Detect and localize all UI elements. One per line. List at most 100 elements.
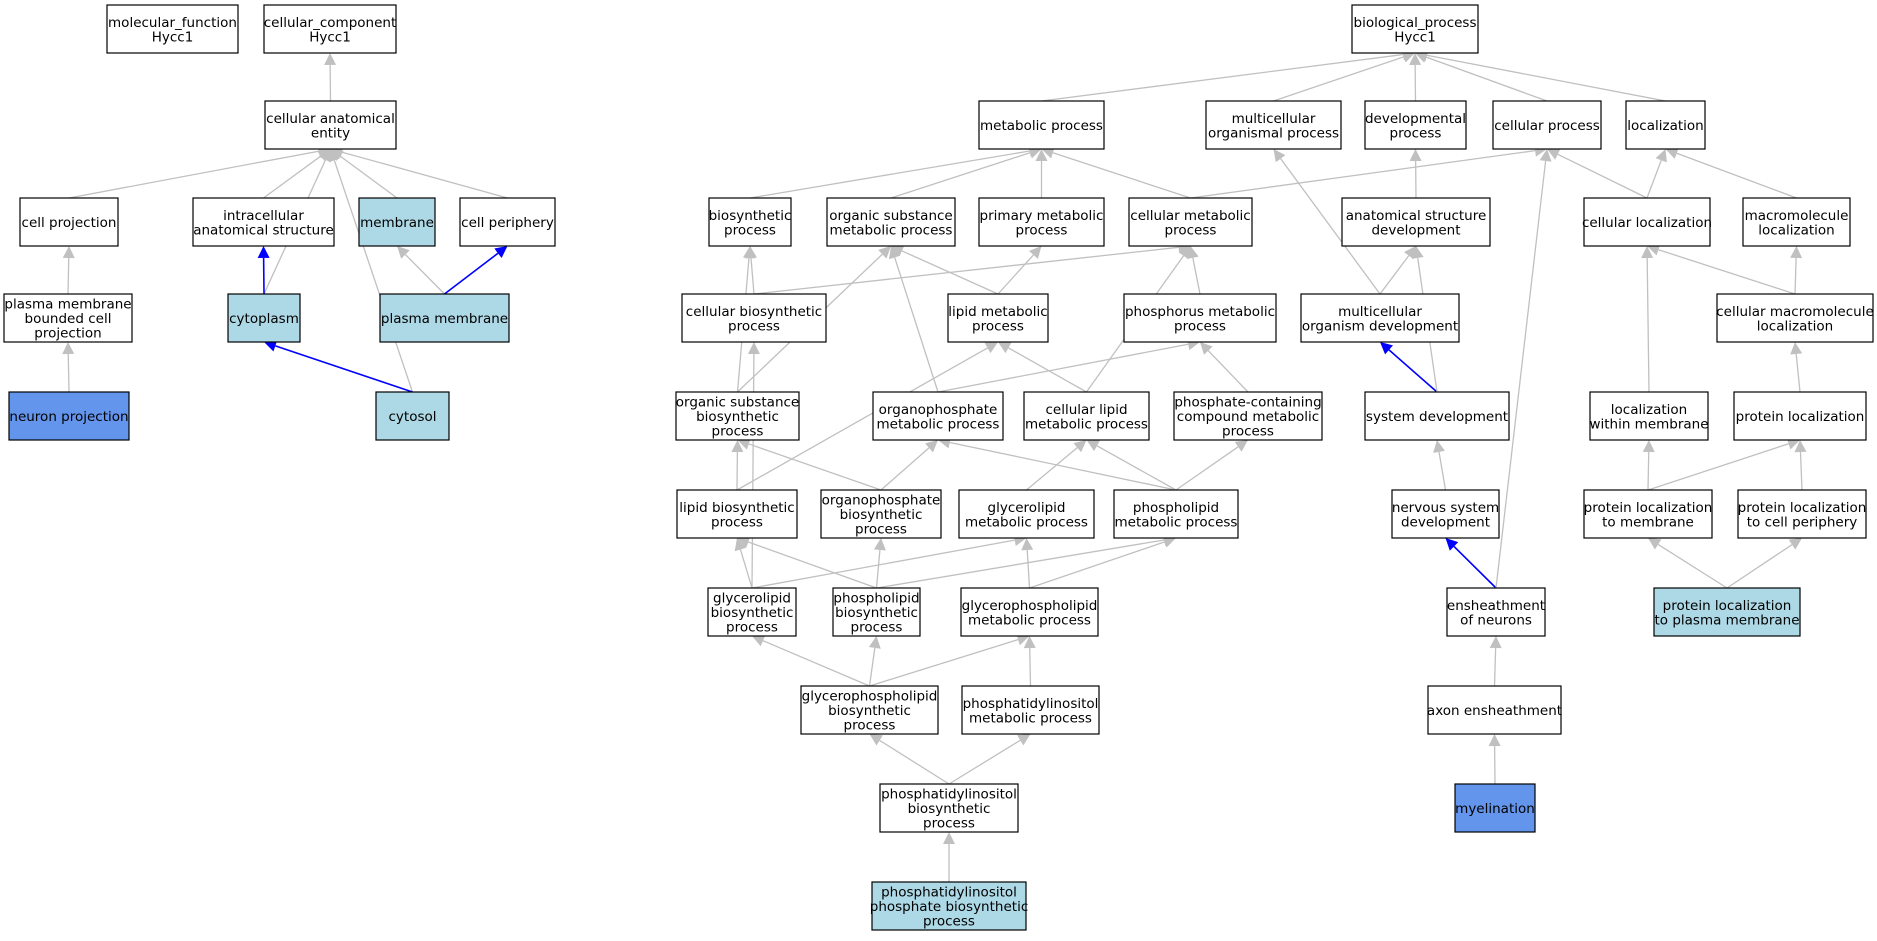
node-box	[1300, 293, 1460, 343]
arrowhead	[878, 246, 891, 259]
arrowhead	[1028, 147, 1042, 159]
edge-phospholipid-biosynthetic-process-to-organophosphate-biosynthetic-process	[873, 538, 886, 589]
node-box	[1173, 391, 1323, 441]
node-label-line: intracellular	[223, 208, 304, 224]
edge-organic-substance-metabolic-process-to-metabolic-process	[890, 147, 1042, 199]
node-label-line: biosynthetic	[828, 703, 911, 719]
node-box	[960, 587, 1099, 637]
edge-ensheathment-of-neurons-to-cellular-process	[1495, 149, 1552, 589]
arrowhead	[1648, 538, 1662, 550]
node-box	[1128, 197, 1253, 247]
node-label-line: metabolic process	[830, 222, 953, 238]
edge-line	[736, 347, 988, 491]
node-box	[872, 391, 1004, 441]
arrowhead	[1665, 147, 1679, 159]
node-membrane: membrane	[358, 197, 436, 247]
arrowhead	[1642, 440, 1655, 453]
edge-cellular-process-to-biological-process	[1415, 51, 1548, 102]
node-label-line: biosynthetic	[840, 507, 923, 523]
edge-system-development-to-multicellular-organism-development	[1380, 342, 1438, 393]
node-box	[1716, 293, 1874, 343]
node-cellular-process: cellular process	[1492, 100, 1602, 150]
node-label-line: multicellular	[1338, 304, 1422, 320]
edge-line	[1029, 541, 1165, 589]
edge-localization-within-membrane-to-cellular-localization	[1641, 246, 1654, 393]
node-label-line: cellular_component	[264, 15, 396, 31]
edge-line	[751, 353, 755, 589]
arrowhead	[1409, 53, 1422, 66]
node-label-line: of neurons	[1460, 612, 1532, 628]
arrowhead	[943, 832, 955, 844]
node-label-line: process	[1222, 424, 1274, 440]
node-label-line: biosynthetic	[711, 605, 794, 621]
edge-line	[1647, 451, 1650, 491]
edge-nervous-system-development-to-system-development	[1433, 440, 1447, 491]
edge-phospholipid-biosynthetic-process-to-lipid-biosynthetic-process	[737, 536, 877, 589]
edge-line	[1646, 159, 1662, 199]
node-cytosol: cytosol	[375, 391, 450, 441]
arrowhead	[925, 440, 938, 453]
edge-cell-periphery-to-cellular-anatomical-entity	[330, 146, 508, 199]
edge-glycerophospholipid-biosynthetic-process-to-glycerolipid-biosynthetic-process	[752, 635, 870, 687]
edge-plasma-membrane-to-membrane	[397, 246, 445, 295]
node-box	[459, 197, 556, 247]
node-box	[958, 489, 1095, 539]
node-box	[978, 197, 1105, 247]
node-label-line: compound metabolic	[1177, 409, 1319, 425]
edge-glycerophospholipid-metabolic-process-to-phospholipid-metabolic-process	[1029, 536, 1176, 589]
edge-cellular-localization-to-localization	[1646, 149, 1667, 199]
arrowhead	[1041, 147, 1055, 159]
node-box	[19, 197, 119, 247]
node-box	[264, 100, 397, 150]
arrowhead	[1786, 438, 1800, 450]
edge-line	[875, 549, 881, 589]
node-label-line: entity	[311, 125, 350, 141]
arrowhead	[1790, 342, 1803, 355]
edge-line	[1029, 647, 1032, 687]
edge-line	[1438, 451, 1447, 491]
node-system-development: system development	[1364, 391, 1510, 441]
edge-phosphatidylinositol-phosphate-biosynthetic-process-to-phosphatidylinositol-biosynthetic-process	[943, 832, 955, 882]
edge-line	[997, 254, 1034, 295]
node-label-line: phosphatidylinositol	[963, 696, 1099, 712]
node-box	[192, 197, 335, 247]
edge-line	[869, 638, 1019, 687]
node-label-line: Hycc1	[309, 29, 351, 45]
node-box	[1341, 197, 1491, 247]
edge-line	[1658, 249, 1796, 295]
arrowhead	[397, 246, 410, 259]
node-label-line: lipid biosynthetic	[679, 500, 794, 516]
node-label-line: localization	[1611, 402, 1687, 418]
edge-line	[750, 257, 755, 295]
node-label-line: myelination	[1455, 801, 1535, 817]
edge-line	[751, 539, 1015, 589]
node-label-line: plasma membrane	[4, 297, 131, 313]
node-box	[1364, 391, 1510, 441]
arrowhead	[1411, 246, 1424, 259]
node-box	[1625, 100, 1706, 150]
arrowhead	[1234, 440, 1248, 452]
edge-line	[1192, 257, 1201, 295]
arrowhead	[494, 246, 508, 259]
edge-lipid-metabolic-process-to-organic-substance-metabolic-process	[891, 245, 999, 295]
node-box	[1364, 100, 1467, 150]
edge-line	[1026, 447, 1078, 491]
edge-line	[1280, 158, 1381, 295]
node-label-line: protein localization	[1584, 500, 1713, 516]
edge-line	[67, 257, 70, 295]
arrowhead	[1023, 636, 1036, 649]
node-label-line: macromolecule	[1745, 208, 1849, 224]
edge-line	[1794, 257, 1797, 295]
node-label-line: metabolic process	[969, 710, 1092, 726]
edge-primary-metabolic-process-to-metabolic-process	[1035, 149, 1048, 198]
arrowhead	[324, 53, 337, 66]
node-label-line: Hycc1	[152, 29, 194, 45]
node-label-line: within membrane	[1589, 416, 1708, 432]
node-label-line: cellular lipid	[1045, 402, 1127, 418]
